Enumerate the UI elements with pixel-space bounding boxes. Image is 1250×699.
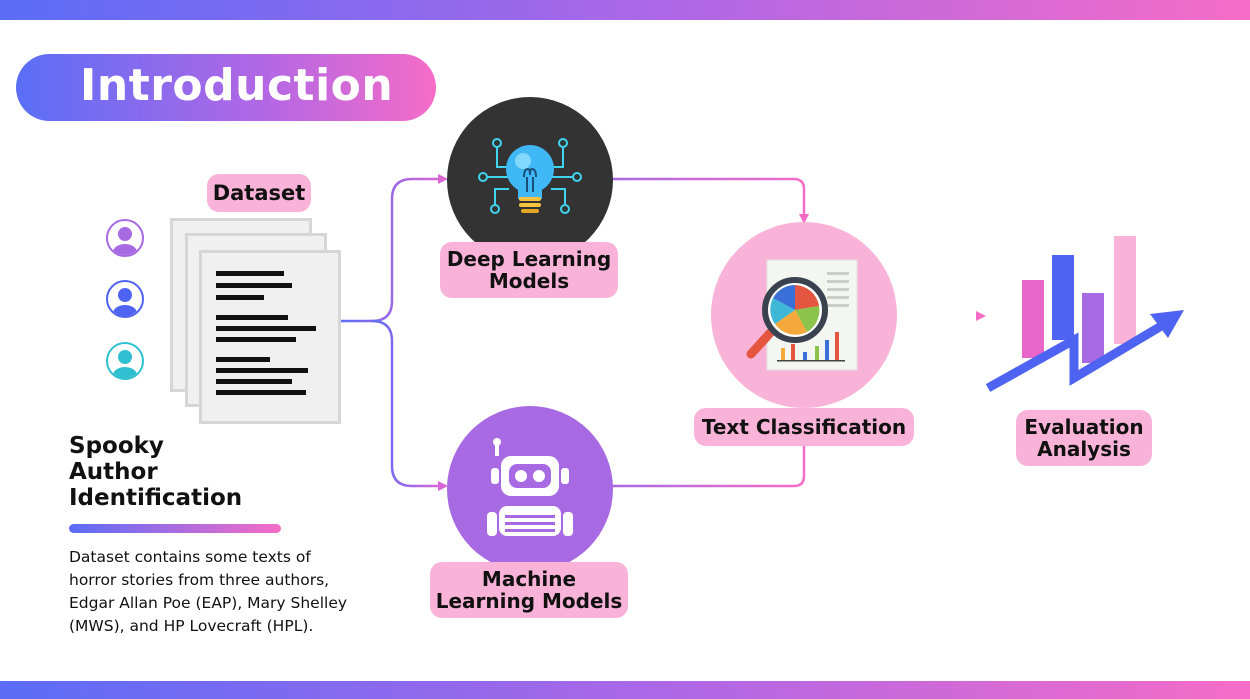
user-icon xyxy=(106,219,144,257)
deep-learning-circle xyxy=(447,97,613,263)
project-title: Spooky Author Identification xyxy=(69,433,243,511)
evaluation-label: Evaluation Analysis xyxy=(1016,410,1152,466)
lightbulb-circuit-icon xyxy=(478,138,582,214)
document-icon xyxy=(199,250,341,424)
title-underline xyxy=(69,524,281,533)
user-icon xyxy=(106,280,144,318)
magnifier-chart-icon xyxy=(746,259,858,371)
robot-icon xyxy=(487,438,573,536)
machine-learning-label: Machine Learning Models xyxy=(430,562,628,618)
growth-chart-icon xyxy=(985,236,1184,392)
user-icon xyxy=(106,342,144,380)
dataset-label: Dataset xyxy=(207,174,311,212)
machine-learning-circle xyxy=(447,406,613,572)
text-classification-label: Text Classification xyxy=(694,408,914,446)
top-gradient-bar xyxy=(0,0,1250,20)
bottom-gradient-bar xyxy=(0,681,1250,699)
dataset-description: Dataset contains some texts of horror st… xyxy=(69,548,348,635)
title-banner xyxy=(16,54,436,121)
page-title: Introduction xyxy=(80,60,394,111)
text-classification-circle xyxy=(711,222,897,408)
deep-learning-label: Deep Learning Models xyxy=(440,242,618,298)
